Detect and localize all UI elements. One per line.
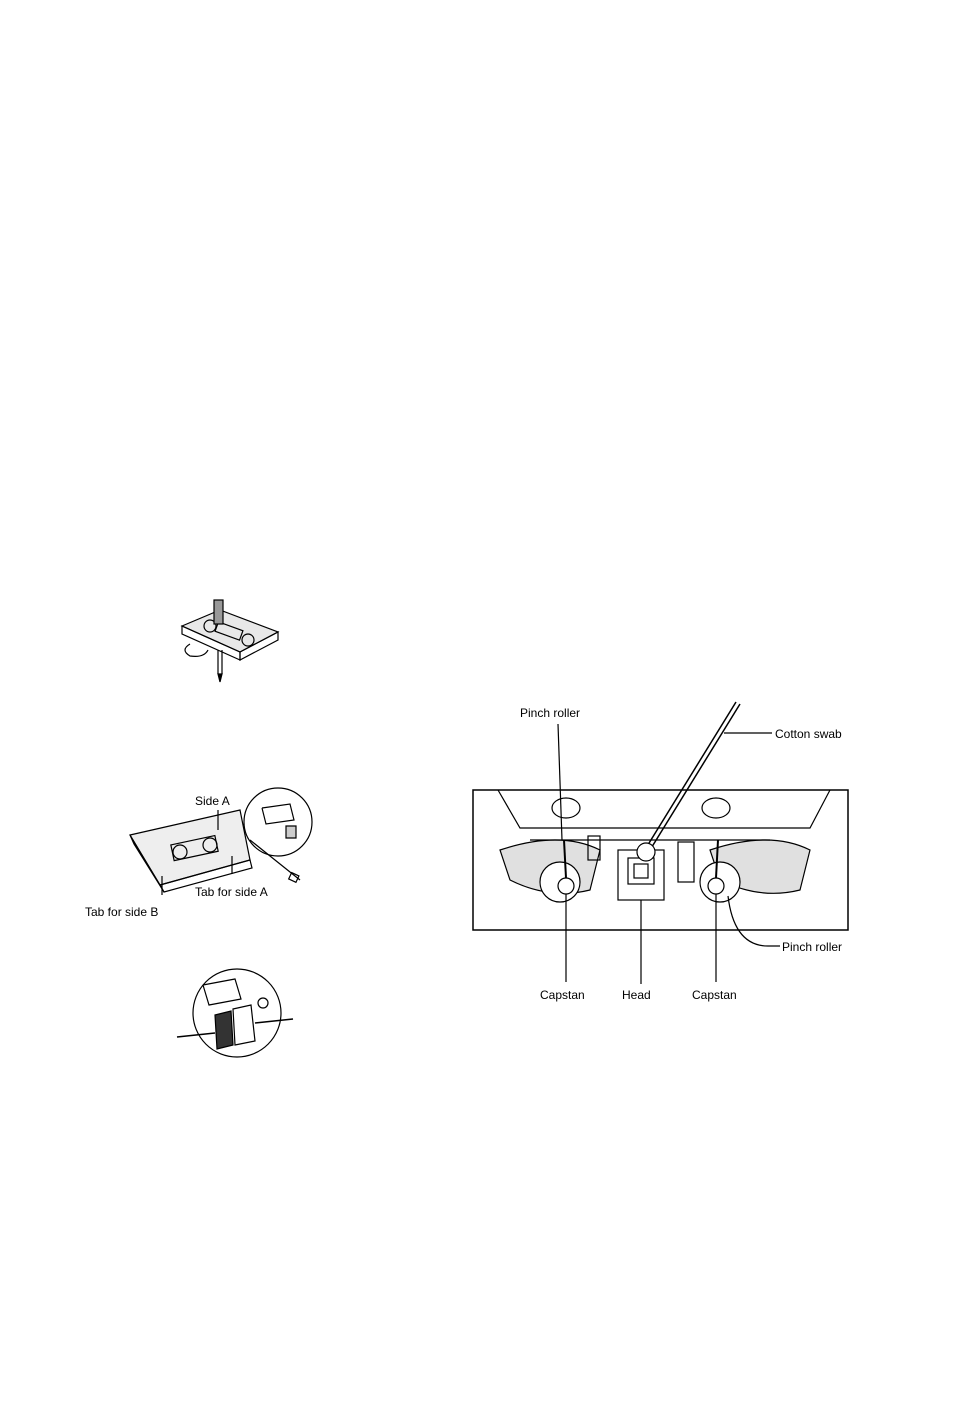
- figure-tape-slack: [170, 596, 280, 684]
- capstan-right-label: Capstan: [692, 988, 737, 1002]
- tab-side-a-label: Tab for side A: [195, 885, 268, 899]
- pinch-roller-top-label: Pinch roller: [520, 706, 580, 720]
- figure-head-cleaning: Pinch roller Cotton swab Pinch roller Ca…: [470, 700, 855, 1005]
- figure-erase-protection: Side A Tab for side A Tab for side B: [90, 780, 340, 920]
- tape-deck-mechanism-drawing: [470, 700, 855, 1005]
- figure-tape-cover: [175, 965, 295, 1065]
- capstan-left-label: Capstan: [540, 988, 585, 1002]
- side-a-label: Side A: [195, 794, 230, 808]
- cotton-swab-label: Cotton swab: [775, 727, 842, 741]
- tab-side-b-label: Tab for side B: [85, 905, 158, 919]
- cassette-pencil-drawing: [170, 596, 280, 684]
- head-label: Head: [622, 988, 651, 1002]
- pinch-roller-right-label: Pinch roller: [782, 940, 842, 954]
- tab-cover-drawing: [175, 965, 295, 1065]
